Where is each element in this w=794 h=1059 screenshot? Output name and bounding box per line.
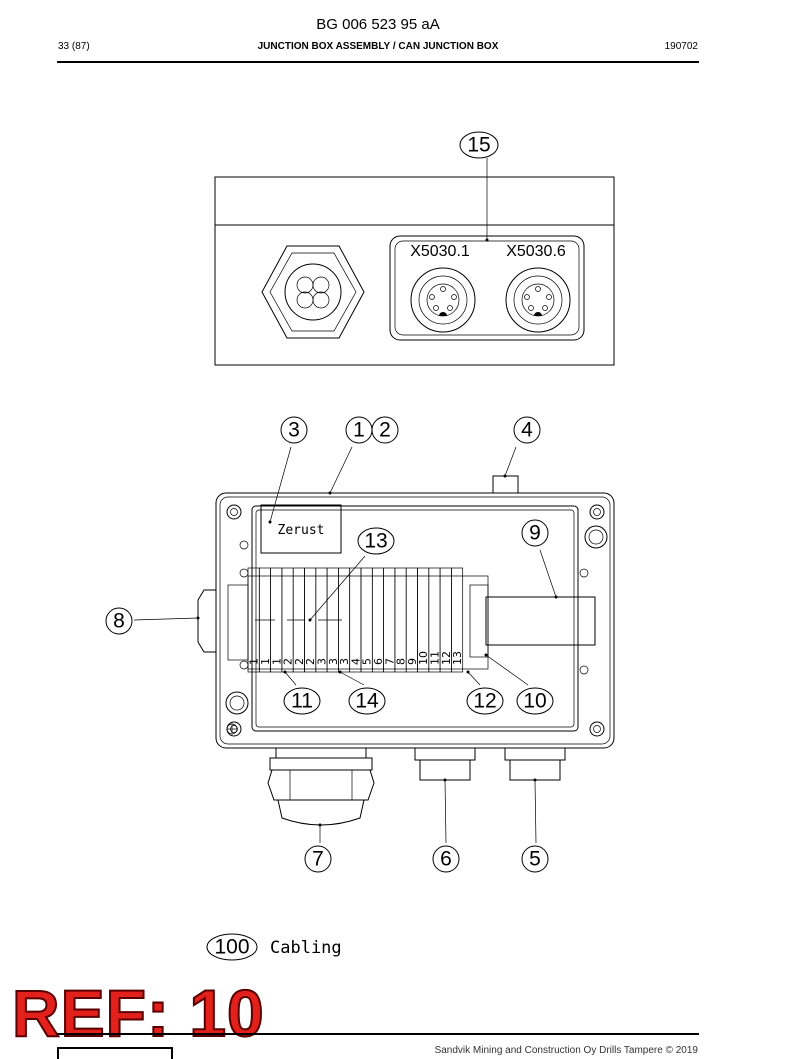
- terminal-number: 7: [383, 658, 396, 665]
- balloon-3-label: 3: [288, 419, 300, 442]
- balloon-9-label: 9: [529, 522, 541, 545]
- balloon-4: 4: [513, 416, 541, 444]
- balloon-2: 2: [371, 416, 399, 444]
- terminal-slot: [451, 567, 464, 673]
- connector-label-1: X5030.1: [410, 243, 470, 260]
- balloon-12-label: 12: [473, 690, 496, 713]
- balloon-12: 12: [466, 687, 504, 715]
- terminal-number: 3: [315, 658, 328, 665]
- balloon-1: 1: [345, 416, 373, 444]
- terminal-number: 5: [361, 658, 374, 665]
- balloon-8-label: 8: [113, 610, 125, 633]
- document-date: 190702: [664, 41, 698, 52]
- header-rule: [57, 61, 699, 63]
- balloon-15-label: 15: [467, 134, 490, 157]
- footer-rule: [57, 1033, 699, 1035]
- terminal-number: 2: [282, 658, 295, 665]
- balloon-14: 14: [348, 687, 386, 715]
- balloon-11-label: 11: [291, 690, 313, 713]
- balloon-14-label: 14: [355, 690, 379, 713]
- terminal-number: 3: [338, 658, 351, 665]
- terminal-slot: [371, 567, 384, 673]
- terminal-slot: [383, 567, 396, 673]
- terminal-number: 1: [270, 658, 283, 665]
- terminal-number: 6: [372, 658, 385, 665]
- page-title: JUNCTION BOX ASSEMBLY / CAN JUNCTION BOX: [257, 41, 499, 52]
- balloon-5-label: 5: [529, 848, 541, 871]
- balloon-10-label: 10: [523, 690, 546, 713]
- footer-copyright: Sandvik Mining and Construction Oy Drill…: [434, 1045, 698, 1056]
- terminal-slot: [349, 567, 362, 673]
- balloon-3: 3: [280, 416, 308, 444]
- terminal-number: 8: [395, 658, 408, 665]
- balloon-6-label: 6: [440, 848, 452, 871]
- balloon-15: 15: [459, 131, 499, 159]
- zerust-label: Zerust: [278, 523, 325, 538]
- balloon-4-label: 4: [521, 419, 533, 442]
- terminal-number: 1: [248, 658, 261, 665]
- terminal-number: 3: [327, 658, 340, 665]
- ref-stamp: REF: 10: [11, 976, 265, 1050]
- terminal-number: 2: [304, 658, 317, 665]
- terminal-number: 12: [440, 651, 453, 665]
- top-view: X5030.1 X5030.6: [214, 158, 615, 366]
- terminal-slot: [360, 567, 373, 673]
- sandvik-logo: [57, 1047, 173, 1059]
- balloon-7: 7: [304, 845, 332, 873]
- terminal-number: 1: [259, 658, 272, 665]
- cabling-number: 100: [214, 936, 249, 959]
- connector-label-2: X5030.6: [506, 243, 566, 260]
- document-code: BG 006 523 95 aA: [316, 16, 440, 33]
- page-number: 33 (87): [58, 41, 90, 52]
- balloon-8: 8: [105, 607, 133, 635]
- terminal-slot: [394, 567, 407, 673]
- leader-lines: [133, 446, 558, 844]
- balloon-13: 13: [357, 527, 395, 555]
- terminal-slot: [405, 567, 418, 673]
- terminal-number: 11: [428, 651, 441, 665]
- balloon-9: 9: [521, 519, 549, 547]
- balloon-6: 6: [432, 845, 460, 873]
- balloon-10: 10: [516, 687, 554, 715]
- cabling-label: Cabling: [270, 938, 342, 958]
- balloon-11: 11: [283, 687, 321, 715]
- terminal-number: 4: [349, 658, 362, 665]
- terminal-number: 9: [406, 658, 419, 665]
- terminal-number: 10: [417, 651, 430, 665]
- cabling-item: 100 Cabling: [206, 933, 342, 961]
- terminal-number: 13: [451, 651, 464, 665]
- balloon-5: 5: [521, 845, 549, 873]
- terminal-number: 2: [293, 658, 306, 665]
- balloon-1-label: 1: [353, 419, 365, 442]
- balloon-13-label: 13: [364, 530, 387, 553]
- balloon-2-label: 2: [379, 419, 391, 442]
- balloon-7-label: 7: [312, 848, 324, 871]
